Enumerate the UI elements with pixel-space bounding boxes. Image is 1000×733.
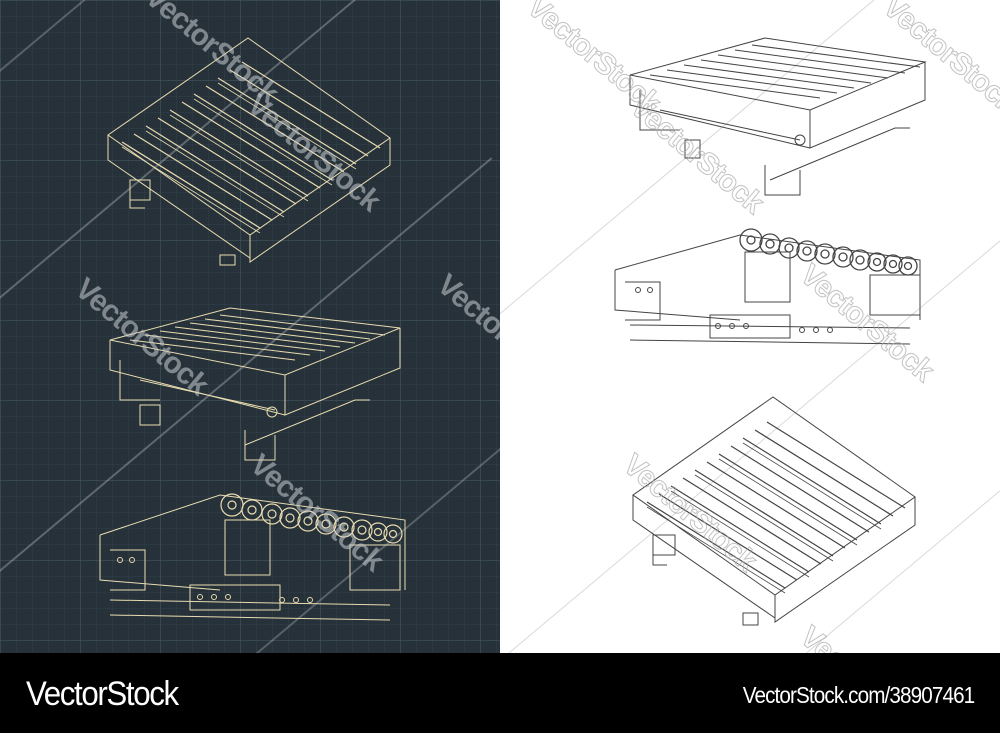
conveyor-front-view-drawing xyxy=(614,228,921,345)
blueprint-panel: VectorStock VectorStock VectorStock Vect… xyxy=(0,0,500,653)
blueprint-grid xyxy=(0,0,500,653)
conveyor-top-view-drawing xyxy=(632,396,916,626)
image-id-link[interactable]: VectorStock.com/38907461 xyxy=(742,682,974,708)
line-drawing-panel: VectorStock VectorStock VectorStock Vect… xyxy=(500,0,1000,653)
illustration-canvas: VectorStock VectorStock VectorStock Vect… xyxy=(0,0,1000,653)
conveyor-top-view-blueprint xyxy=(107,37,391,266)
conveyor-side-view-drawing xyxy=(629,37,927,196)
conveyor-front-view-blueprint xyxy=(99,493,406,621)
conveyor-side-view-blueprint xyxy=(109,307,401,461)
footer-bar: VectorStock VectorStock.com/38907461 xyxy=(0,653,1000,733)
brand-logo: VectorStock xyxy=(26,675,179,713)
